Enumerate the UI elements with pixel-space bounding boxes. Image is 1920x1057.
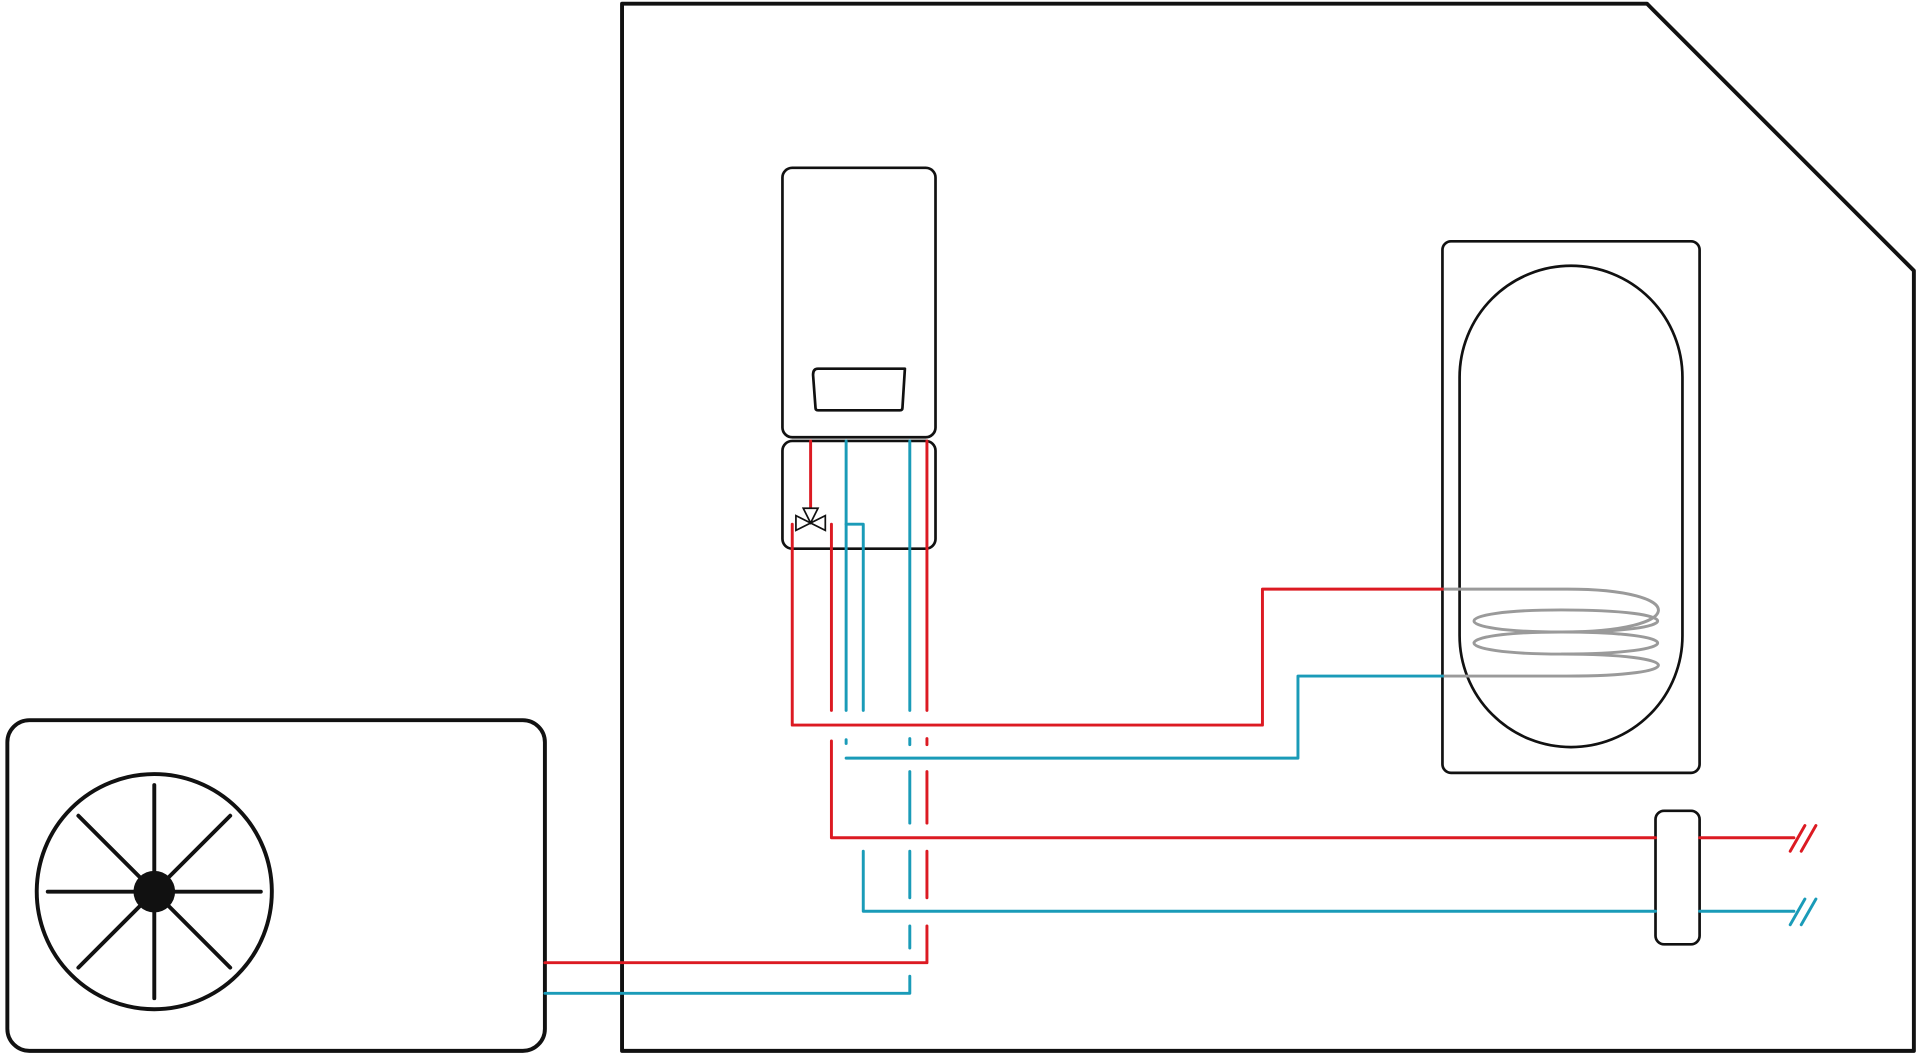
three-way-valve-icon xyxy=(795,507,827,532)
flow-pipes-hot xyxy=(543,439,1818,965)
hot-water-cylinder-icon xyxy=(1441,239,1701,775)
pump-icon xyxy=(1654,809,1701,946)
indoor-unit-icon xyxy=(781,166,937,551)
outdoor-heat-pump-fan-icon xyxy=(5,718,547,1053)
return-pipes-cold xyxy=(543,439,1818,995)
house-outline xyxy=(620,1,1916,1053)
cylinder-coil xyxy=(1442,587,1660,678)
